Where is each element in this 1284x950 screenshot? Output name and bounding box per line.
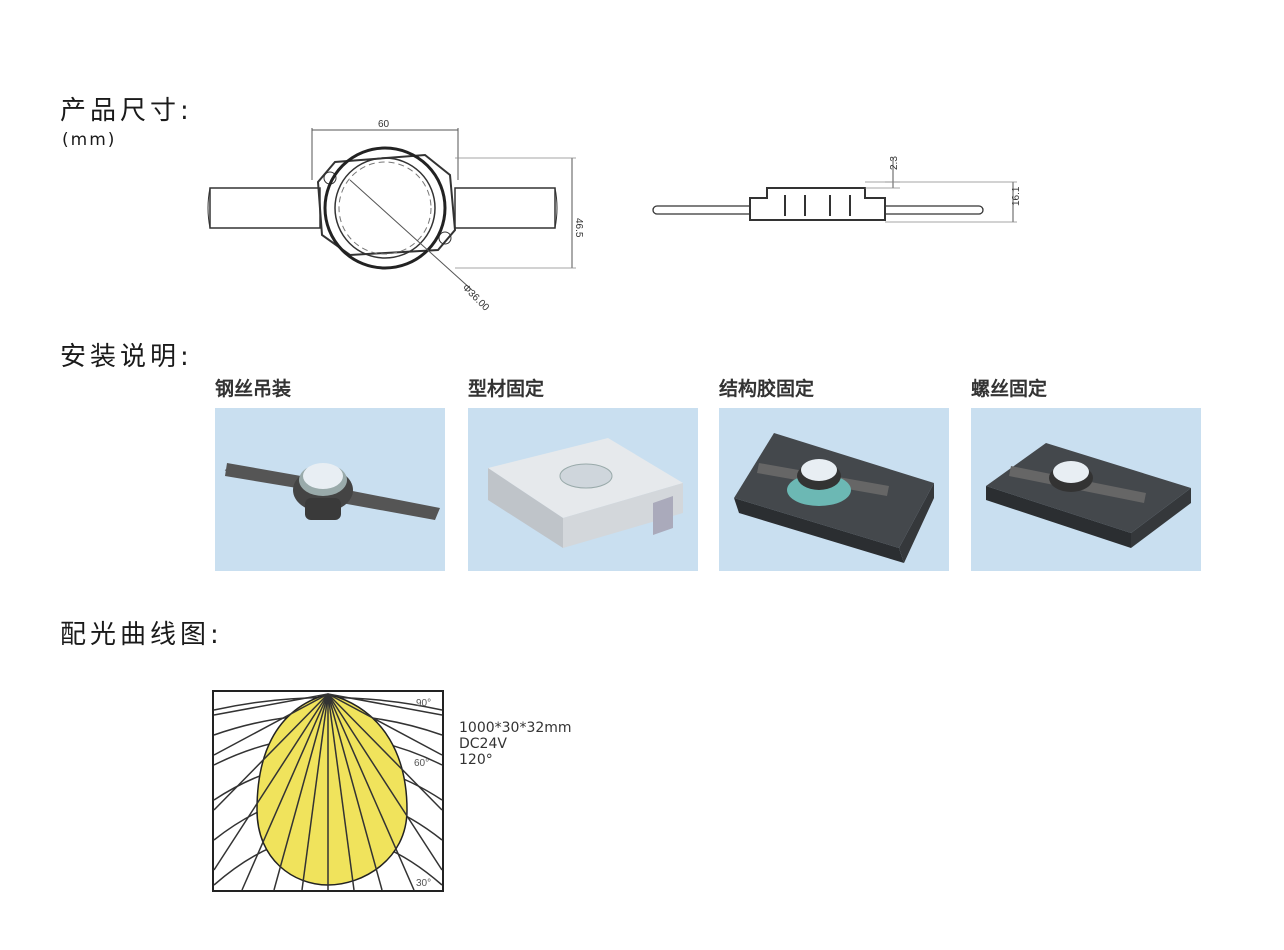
light-curve-specs: 1000*30*32mm DC24V 120° bbox=[459, 720, 572, 768]
screw-mount-image bbox=[971, 408, 1201, 571]
spec-angle: 120° bbox=[459, 752, 493, 768]
dim-side-height-label: 16.1 bbox=[1011, 186, 1022, 206]
light-distribution-chart: 90° 60° 30° bbox=[212, 690, 444, 892]
adhesive-mount-image bbox=[719, 408, 949, 571]
install-label-wire: 钢丝吊装 bbox=[215, 378, 292, 400]
dim-width-label: 60 bbox=[378, 119, 390, 130]
install-label-adhesive: 结构胶固定 bbox=[719, 378, 815, 400]
dim-diameter-label: Φ36.00 bbox=[460, 282, 491, 313]
spec-voltage: DC24V bbox=[459, 736, 507, 752]
dim-height-label: 46.5 bbox=[573, 218, 584, 238]
size-unit-label: (mm) bbox=[62, 130, 117, 150]
install-label-screw: 螺丝固定 bbox=[971, 378, 1048, 400]
dim-top-height-label: 2.3 bbox=[889, 156, 900, 170]
side-view-drawing: 2.3 16.1 bbox=[645, 150, 1035, 240]
curve-section-title: 配光曲线图: bbox=[60, 620, 223, 650]
top-view-drawing: 60 46.5 Φ36.00 bbox=[200, 110, 600, 320]
size-section-title: 产品尺寸: bbox=[60, 96, 193, 126]
angle-90-label: 90° bbox=[416, 698, 431, 709]
install-section-title: 安装说明: bbox=[60, 342, 193, 372]
install-label-profile: 型材固定 bbox=[468, 378, 545, 400]
profile-mount-image bbox=[468, 408, 698, 571]
spec-size: 1000*30*32mm bbox=[459, 720, 572, 736]
wire-hanging-image bbox=[215, 408, 445, 571]
angle-60-label: 60° bbox=[414, 758, 429, 769]
angle-30-label: 30° bbox=[416, 878, 431, 889]
